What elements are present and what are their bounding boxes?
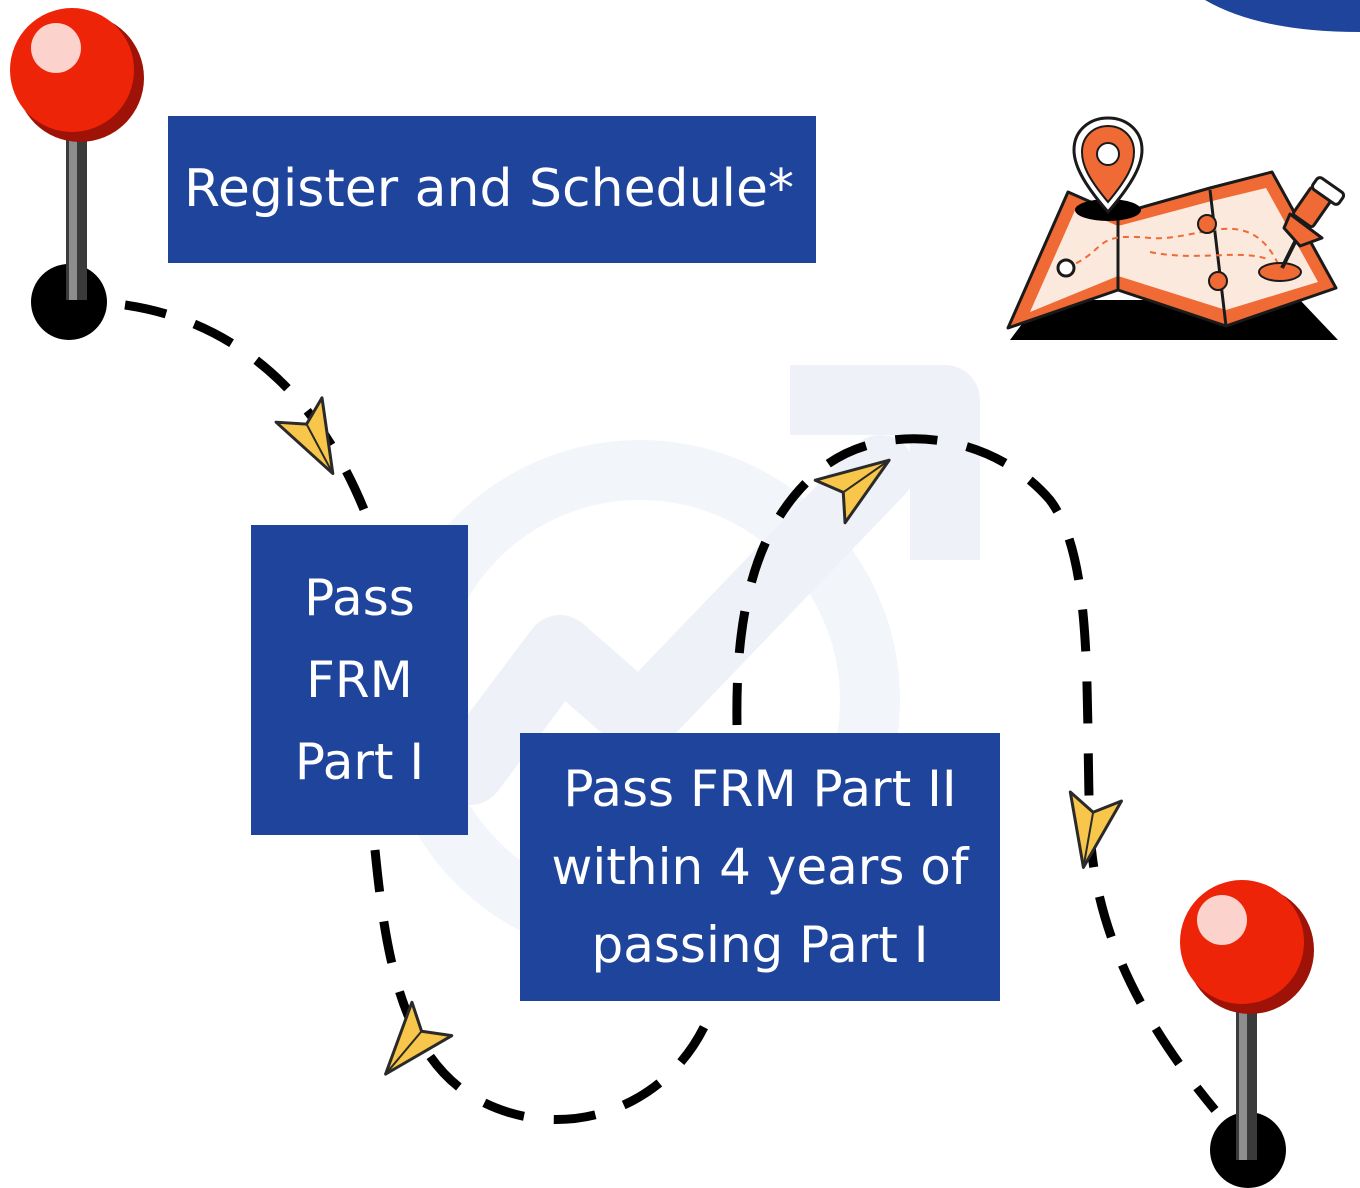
step-part2-box: Pass FRM Part II within 4 years of passi…	[520, 733, 1000, 1001]
step-part1-label: Pass FRM Part I	[294, 569, 425, 791]
route-segment-2	[370, 849, 720, 1124]
dashed-route	[124, 300, 1219, 1124]
folded-map-icon	[1006, 116, 1346, 340]
start-map-pin-icon	[10, 8, 144, 340]
route-segment-3	[732, 434, 1219, 1113]
paper-plane-arrow-icon	[384, 1000, 454, 1076]
step-part1-box: Pass FRM Part I	[251, 525, 468, 835]
route-segment-1	[124, 300, 375, 527]
corner-decoration	[1205, 0, 1360, 32]
step-register-label: Register and Schedule*	[184, 158, 794, 219]
step-register-box: Register and Schedule*	[168, 116, 816, 263]
paper-plane-arrow-icon	[274, 396, 335, 476]
end-map-pin-icon	[1180, 880, 1314, 1188]
step-part2-label: Pass FRM Part II within 4 years of passi…	[551, 760, 969, 974]
paper-plane-arrow-icon	[813, 458, 891, 525]
paper-plane-arrow-icon	[1068, 790, 1124, 869]
